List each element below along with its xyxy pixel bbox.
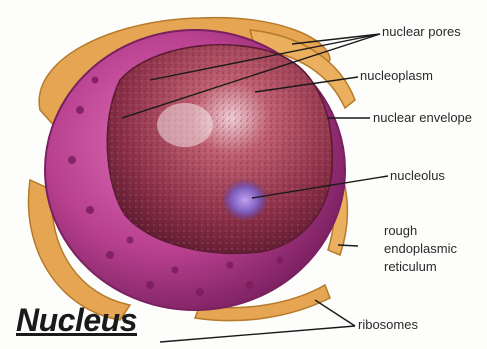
label-nuclear-pores: nuclear pores — [382, 24, 461, 39]
label-ribosomes: ribosomes — [358, 317, 418, 332]
label-rough-er-line1: rough — [384, 223, 417, 238]
label-nucleoplasm: nucleoplasm — [360, 68, 433, 83]
label-nucleolus: nucleolus — [390, 168, 445, 183]
label-nuclear-envelope: nuclear envelope — [373, 110, 472, 125]
diagram-title: Nucleus — [16, 302, 137, 339]
nucleoplasm-shape — [107, 45, 332, 254]
label-rough-er-line3: reticulum — [384, 259, 437, 274]
label-rough-er-line2: endoplasmic — [384, 241, 457, 256]
nucleolus-shape — [223, 180, 267, 220]
